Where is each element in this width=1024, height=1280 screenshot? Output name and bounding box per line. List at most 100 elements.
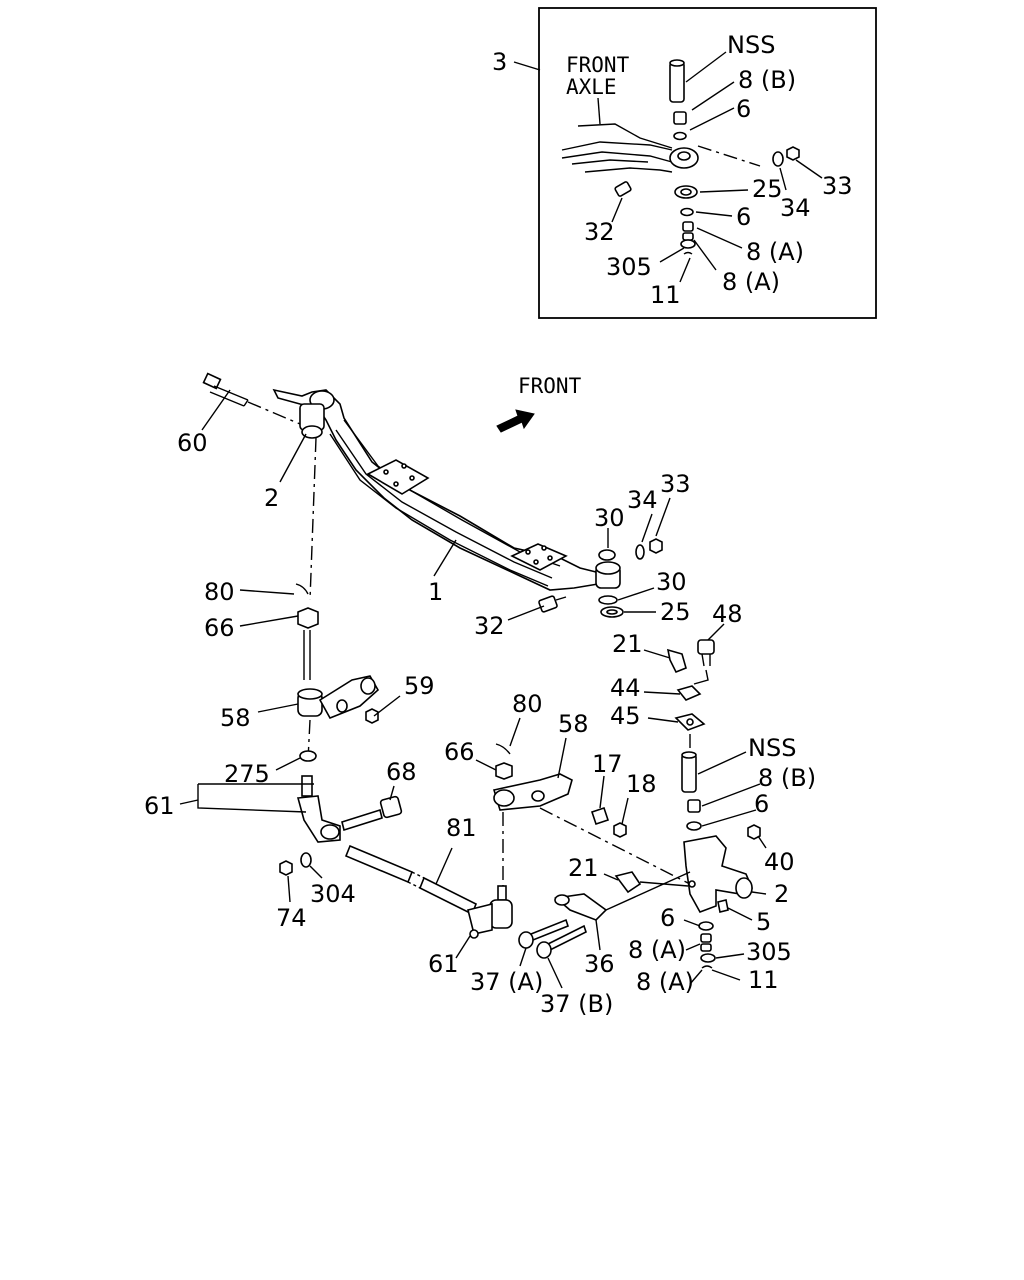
inset-title-line1: FRONT bbox=[566, 53, 630, 77]
callout-6-lower: 6 bbox=[660, 904, 675, 932]
callout-6-upper: 6 bbox=[754, 790, 769, 818]
inset-clip-11 bbox=[683, 251, 693, 255]
tie-rod-end-61-right bbox=[467, 885, 513, 939]
callout-305: 305 bbox=[606, 253, 652, 281]
nut-74 bbox=[279, 860, 293, 876]
inset-bolt-32 bbox=[614, 181, 632, 197]
steering-arm-58-right bbox=[492, 773, 691, 885]
callout-1: 1 bbox=[428, 578, 443, 606]
inset-washer-6-bottom bbox=[680, 207, 694, 217]
nut-40 bbox=[747, 824, 761, 840]
callout-275: 275 bbox=[224, 760, 270, 788]
washer-304 bbox=[300, 852, 312, 868]
callout-66-right: 66 bbox=[444, 738, 475, 766]
callout-80-right: 80 bbox=[512, 690, 543, 718]
callout-74: 74 bbox=[276, 904, 307, 932]
callout-25: 25 bbox=[660, 598, 691, 626]
inset-bush-8a-lower bbox=[682, 232, 694, 241]
callout-58-right: 58 bbox=[558, 710, 589, 738]
callout-5: 5 bbox=[756, 908, 771, 936]
spring-seat-right bbox=[510, 543, 568, 571]
ring-305 bbox=[700, 953, 716, 963]
callout-3: 3 bbox=[492, 48, 507, 76]
callout-32: 32 bbox=[474, 612, 505, 640]
callout-18: 18 bbox=[626, 770, 657, 798]
callout-8a-lower: 8 (A) bbox=[636, 968, 694, 996]
clip-11 bbox=[701, 965, 713, 969]
tie-rod-81 bbox=[344, 844, 478, 916]
callout-36: 36 bbox=[584, 950, 615, 978]
bush-8b bbox=[687, 799, 701, 813]
callout-8a: 8 (A) bbox=[746, 238, 804, 266]
nut-66-right bbox=[495, 762, 513, 780]
washer-30-upper bbox=[598, 549, 616, 561]
king-pin bbox=[681, 753, 697, 793]
inset-bush-8b bbox=[673, 111, 687, 125]
callout-48: 48 bbox=[712, 600, 743, 628]
plate-44 bbox=[676, 685, 702, 701]
callout-40: 40 bbox=[764, 848, 795, 876]
inset-washer-34 bbox=[772, 151, 784, 167]
spring-seat-left bbox=[366, 459, 430, 495]
callout-60: 60 bbox=[177, 429, 208, 457]
callout-81: 81 bbox=[446, 814, 477, 842]
callout-305: 305 bbox=[746, 938, 792, 966]
bolt-68 bbox=[341, 808, 383, 832]
callout-59: 59 bbox=[404, 672, 435, 700]
callout-45: 45 bbox=[610, 702, 641, 730]
callout-11: 11 bbox=[748, 966, 779, 994]
callout-2-left: 2 bbox=[264, 484, 279, 512]
callout-8b: 8 (B) bbox=[738, 66, 796, 94]
washer-6-lower bbox=[698, 921, 714, 931]
inset-bush-8a-upper bbox=[682, 221, 694, 232]
callout-nss: NSS bbox=[727, 31, 775, 59]
callout-37a: 37 (A) bbox=[470, 968, 543, 996]
bolt-60 bbox=[202, 372, 301, 425]
callout-80-left: 80 bbox=[204, 578, 235, 606]
nut-18 bbox=[613, 822, 627, 838]
front-direction-label: FRONT bbox=[518, 374, 582, 398]
bush-8a-lower bbox=[700, 943, 712, 952]
callout-2-right: 2 bbox=[774, 880, 789, 908]
callout-11: 11 bbox=[650, 281, 681, 309]
callout-8a-upper: 8 (A) bbox=[628, 936, 686, 964]
callout-nss: NSS bbox=[748, 734, 796, 762]
callout-68: 68 bbox=[386, 758, 417, 786]
front-direction-arrow-icon bbox=[496, 409, 535, 433]
callout-37b: 37 (B) bbox=[540, 990, 613, 1018]
nut-33 bbox=[649, 538, 663, 554]
callout-61-left: 61 bbox=[144, 792, 175, 820]
axle-beam-1 bbox=[272, 388, 599, 591]
main-assembly: FRONT bbox=[144, 372, 816, 1018]
callout-61-right: 61 bbox=[428, 950, 459, 978]
bolt-48 bbox=[697, 639, 715, 655]
bolt-32 bbox=[538, 595, 558, 613]
callout-66-left: 66 bbox=[204, 614, 235, 642]
cotter-pin-80-right bbox=[495, 743, 511, 755]
callout-6-lower: 6 bbox=[736, 203, 751, 231]
nut-66-left bbox=[297, 607, 319, 629]
callout-6: 6 bbox=[736, 95, 751, 123]
steering-knuckle-right bbox=[683, 824, 761, 913]
inset-axle-outline bbox=[561, 141, 673, 151]
inset-washer-6-top bbox=[673, 131, 687, 141]
callout-17: 17 bbox=[592, 750, 623, 778]
callout-21-lower: 21 bbox=[568, 854, 599, 882]
callout-304: 304 bbox=[310, 880, 356, 908]
callout-32: 32 bbox=[584, 218, 615, 246]
grease-nipple-21-lower bbox=[614, 871, 642, 894]
callout-44: 44 bbox=[610, 674, 641, 702]
washer-275 bbox=[299, 750, 317, 762]
pin-17 bbox=[590, 806, 610, 826]
tie-rod-end-61-left bbox=[279, 775, 403, 876]
callout-33: 33 bbox=[822, 172, 853, 200]
callout-58-left: 58 bbox=[220, 704, 251, 732]
bush-8a-upper bbox=[700, 933, 712, 943]
axle-right-end bbox=[538, 538, 663, 618]
pin-5 bbox=[717, 899, 729, 913]
inset-title-line2: AXLE bbox=[566, 75, 617, 99]
cotter-pin-80-left bbox=[295, 583, 309, 595]
callout-30-upper: 30 bbox=[594, 504, 625, 532]
callout-25: 25 bbox=[752, 175, 783, 203]
